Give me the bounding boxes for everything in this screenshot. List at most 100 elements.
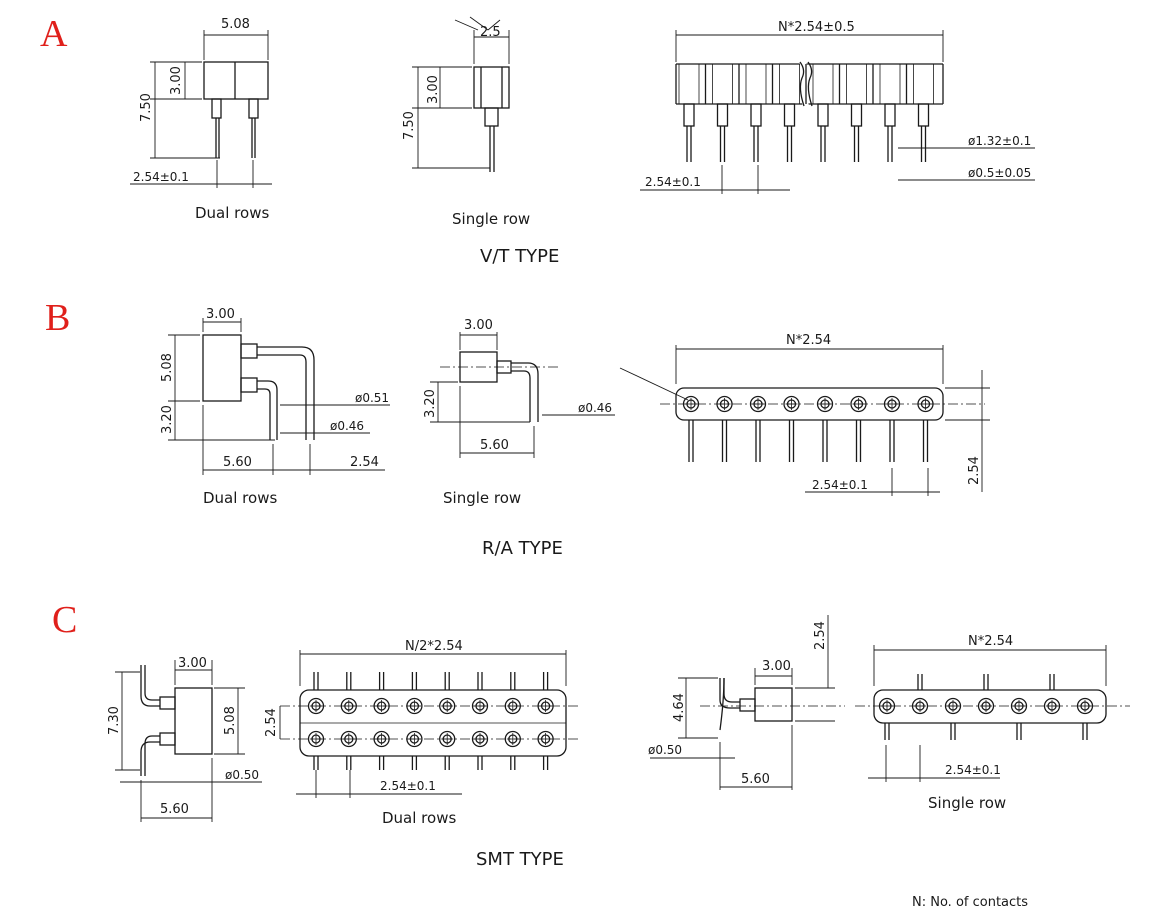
c-dual-pitch: 2.54±0.1	[380, 779, 436, 793]
b-row-pin	[788, 420, 795, 462]
b-dual-dia2: ø0.46	[330, 419, 364, 433]
b-row-length: N*2.54	[786, 333, 831, 348]
c-single-side-width: 3.00	[762, 659, 791, 674]
a-single-total-height: 7.50	[402, 111, 417, 140]
a-row-pitch: 2.54±0.1	[645, 175, 701, 189]
c-dual-contact-bottom	[406, 730, 423, 748]
c-single-pin	[884, 723, 890, 740]
b-row-contact	[716, 395, 733, 413]
b-row-contact	[783, 395, 800, 413]
c-dual-pin	[378, 672, 385, 770]
c-single-length: N*2.54	[968, 634, 1013, 649]
b-row-pin	[755, 420, 761, 462]
c-single-caption: Single row	[928, 794, 1006, 812]
a-row-length: N*2.54±0.5	[778, 20, 855, 35]
b-single-width: 3.00	[464, 318, 493, 333]
c-dual-pin	[313, 672, 319, 770]
c-dual-contact-bottom	[340, 730, 357, 748]
b-row-pin	[855, 420, 862, 462]
a-row-pin	[905, 64, 934, 162]
a-dual-width: 5.08	[221, 17, 250, 32]
c-dual-caption: Dual rows	[382, 809, 456, 827]
c-dual-pin	[477, 672, 483, 770]
c-single-pin	[1049, 674, 1055, 690]
c-title: SMT TYPE	[476, 849, 564, 870]
c-dual-contact-top	[504, 697, 521, 715]
c-dual-contact-bottom	[439, 730, 456, 748]
c-single-pin	[917, 674, 923, 690]
c-dual-drawing	[279, 650, 580, 798]
c-side-width: 3.00	[178, 656, 207, 671]
a-single-body-height: 3.00	[426, 75, 441, 104]
c-dual-contact-top	[373, 697, 390, 715]
a-title: V/T TYPE	[480, 246, 559, 267]
c-single-contact	[878, 697, 896, 715]
c-dual-pin	[411, 672, 418, 770]
a-row-dia2: ø0.5±0.05	[968, 166, 1031, 180]
a-row-pin	[872, 64, 901, 162]
b-row-contact	[682, 395, 700, 413]
c-single-contact	[1076, 697, 1094, 715]
c-single-pin	[1016, 723, 1022, 740]
c-dual-contact-bottom	[307, 730, 325, 748]
c-dual-contact-top	[340, 697, 357, 715]
a-single-caption: Single row	[452, 210, 530, 228]
section-a-letter: A	[40, 13, 68, 55]
c-dual-contact-top	[406, 697, 423, 715]
a-dual-pitch: 2.54±0.1	[133, 170, 189, 184]
c-dual-contact-top	[537, 697, 554, 715]
a-row-pin	[771, 64, 800, 162]
b-title: R/A TYPE	[482, 538, 563, 559]
section-c-letter: C	[52, 599, 77, 641]
c-single-side-offset: 5.60	[741, 772, 770, 787]
b-row-pitch: 2.54±0.1	[812, 478, 868, 492]
c-side-drawing	[115, 660, 262, 822]
a-single-drawing	[412, 16, 510, 172]
c-side-body-height: 5.08	[223, 706, 238, 735]
c-dual-pin	[542, 672, 549, 770]
a-dual-drawing	[130, 30, 272, 188]
c-side-dia: ø0.50	[225, 768, 259, 782]
b-row-drawing	[619, 345, 990, 496]
a-row-pin	[704, 64, 733, 162]
b-single-lower-height: 3.20	[423, 389, 438, 418]
c-single-contact	[1043, 697, 1061, 715]
b-dual-pitch: 2.54	[350, 455, 379, 470]
b-dual-lower-height: 3.20	[160, 405, 175, 434]
c-single-contact	[1010, 697, 1028, 715]
c-dual-row-gap: 2.54	[264, 708, 279, 737]
c-single-side-height: 4.64	[672, 693, 687, 722]
a-row-drawing	[640, 30, 1035, 194]
b-dual-drawing	[168, 318, 390, 475]
b-single-dia: ø0.46	[578, 401, 612, 415]
a-dual-caption: Dual rows	[195, 204, 269, 222]
c-dual-contact-top	[439, 697, 456, 715]
a-single-width: 2.5	[480, 25, 501, 40]
c-dual-contact-bottom	[471, 730, 489, 748]
a-dual-total-height: 7.50	[139, 93, 154, 122]
a-row-pin	[678, 64, 700, 162]
c-single-pin	[950, 723, 956, 740]
b-single-offset: 5.60	[480, 438, 509, 453]
b-row-contact	[917, 395, 934, 413]
a-row-dia1: ø1.32±0.1	[968, 134, 1031, 148]
c-dual-contact-top	[471, 697, 489, 715]
a-row-pin	[738, 64, 767, 162]
b-row-height: 2.54	[967, 456, 982, 485]
b-dual-dia1: ø0.51	[355, 391, 389, 405]
c-dual-length: N/2*2.54	[405, 639, 463, 654]
c-dual-pin	[346, 672, 352, 770]
c-dual-contact-bottom	[504, 730, 521, 748]
b-row-contact	[749, 395, 767, 413]
a-row-pin	[805, 64, 834, 162]
c-single-drawing	[855, 645, 1130, 782]
b-single-caption: Single row	[443, 489, 521, 507]
c-single-pitch: 2.54±0.1	[945, 763, 1001, 777]
c-dual-contact-bottom	[537, 730, 554, 748]
c-side-total-height: 7.30	[107, 706, 122, 735]
b-row-contact	[850, 395, 867, 413]
c-single-contact	[911, 697, 929, 715]
b-row-pin	[822, 420, 828, 462]
b-dual-offset: 5.60	[223, 455, 252, 470]
c-single-side-top: 2.54	[813, 621, 828, 650]
